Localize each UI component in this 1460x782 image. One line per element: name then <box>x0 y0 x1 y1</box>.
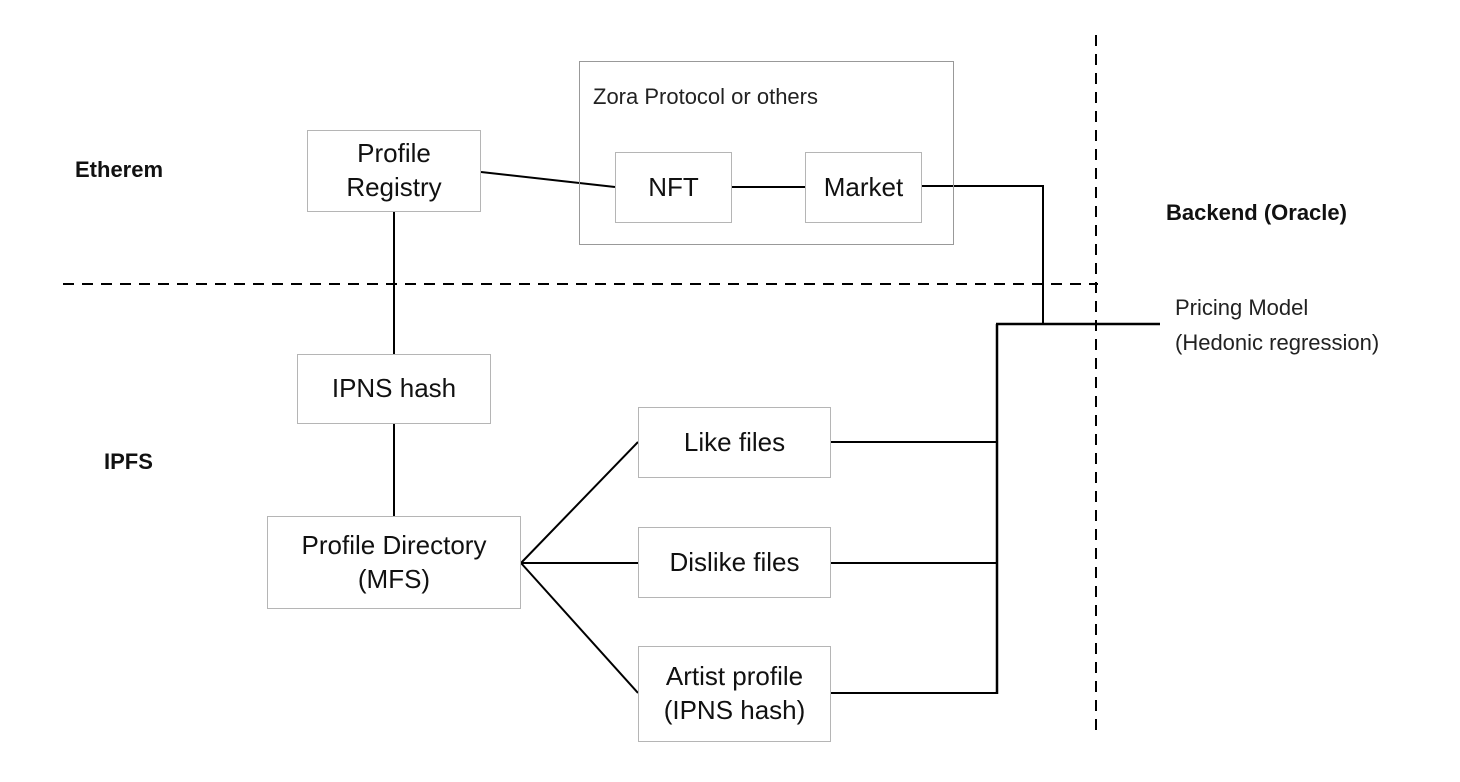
nft-label: NFT <box>648 171 699 202</box>
pricing-model-line2: (Hedonic regression) <box>1175 330 1380 356</box>
profile-directory-label-line2: (MFS) <box>357 563 431 594</box>
pricing-model-text: Pricing Model (Hedonic regression) <box>1175 290 1379 360</box>
profile-registry-node: Profile Registry <box>307 130 481 212</box>
nft-node: NFT <box>615 152 732 223</box>
ipns-hash-label: IPNS hash <box>331 373 457 404</box>
connector-market-pricing <box>922 185 1044 325</box>
profile-directory-label-line1: Profile Directory <box>301 529 487 560</box>
like-files-label: Like files <box>683 426 786 457</box>
ipns-hash-node: IPNS hash <box>297 354 491 424</box>
artist-profile-label-line2: (IPNS hash) <box>663 695 806 725</box>
zora-protocol-group <box>579 61 954 245</box>
pricing-model-line1: Pricing Model <box>1175 295 1309 320</box>
market-label: Market <box>823 171 904 202</box>
dislike-files-node: Dislike files <box>638 527 831 598</box>
connector-registry-nft <box>480 171 616 188</box>
layer-label-ipfs: IPFS <box>104 449 153 474</box>
market-node: Market <box>805 152 922 223</box>
connector-directory-artist <box>520 562 639 694</box>
profile-registry-label-line2: Registry <box>346 172 442 202</box>
profile-directory-node: Profile Directory (MFS) <box>267 516 521 609</box>
dislike-files-label: Dislike files <box>669 546 800 577</box>
connector-directory-like <box>520 441 639 564</box>
profile-registry-label-line1: Profile <box>357 138 431 169</box>
artist-profile-label-line1: Artist profile <box>665 661 804 692</box>
layer-label-backend: Backend (Oracle) <box>1166 200 1347 225</box>
like-files-node: Like files <box>638 407 831 478</box>
layer-label-ethereum: Etherem <box>75 157 164 182</box>
artist-profile-node: Artist profile (IPNS hash) <box>638 646 831 742</box>
zora-protocol-group-title: Zora Protocol or others <box>593 84 818 109</box>
